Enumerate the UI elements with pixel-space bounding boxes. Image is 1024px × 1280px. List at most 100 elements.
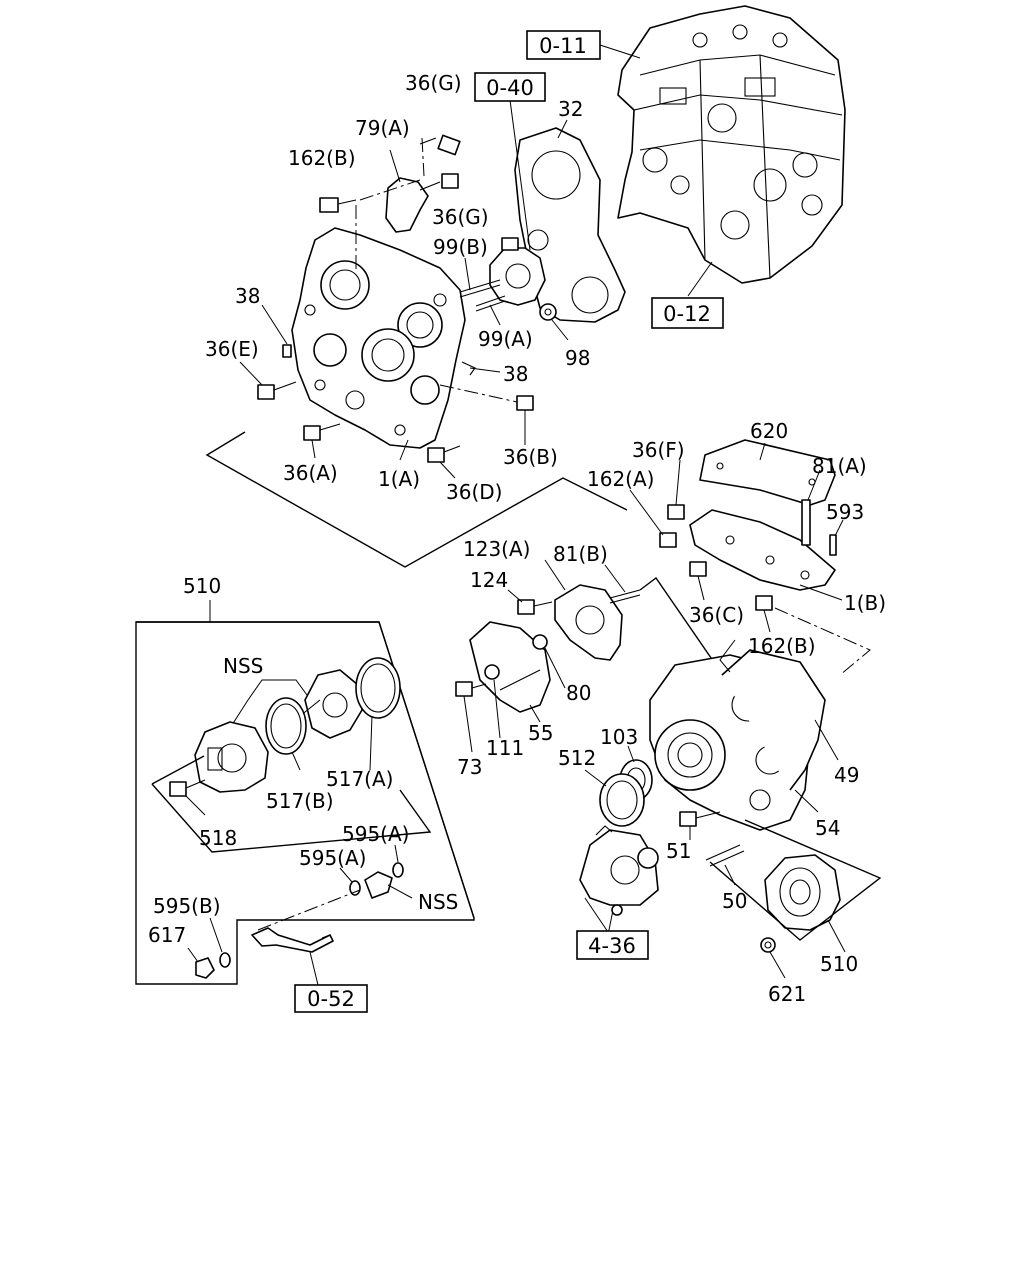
washer-595b <box>219 952 231 968</box>
bolt-124 <box>517 599 553 615</box>
label-98: 98 <box>565 346 590 370</box>
ref-box-0-40[interactable]: 0-40 <box>474 72 546 102</box>
ref-text-4-36: 4-36 <box>588 934 636 958</box>
detail-pump-body <box>194 721 269 793</box>
bolt-36e <box>257 381 297 400</box>
ref-text-0-12: 0-12 <box>663 302 711 326</box>
label-38-left: 38 <box>235 284 260 308</box>
label-517a: 517(A) <box>326 767 393 791</box>
label-99a: 99(A) <box>478 327 533 351</box>
label-510-right: 510 <box>820 952 858 976</box>
stud-99b <box>459 279 501 298</box>
bolt-73 <box>455 681 487 697</box>
nut-621 <box>760 937 776 953</box>
nss-leader <box>247 679 316 707</box>
label-50: 50 <box>722 889 747 913</box>
label-36b: 36(B) <box>503 445 558 469</box>
ref-text-0-40: 0-40 <box>486 76 534 100</box>
label-36c: 36(C) <box>689 603 744 627</box>
label-36d: 36(D) <box>446 480 502 504</box>
label-162a: 162(A) <box>587 467 654 491</box>
fitting-nss <box>364 871 393 899</box>
label-80: 80 <box>566 681 591 705</box>
label-124: 124 <box>470 568 508 592</box>
label-36f: 36(F) <box>632 438 685 462</box>
stud-81a <box>801 499 811 546</box>
dashline-b <box>421 137 425 177</box>
ref-text-0-52: 0-52 <box>307 987 355 1011</box>
label-617: 617 <box>148 923 186 947</box>
label-49: 49 <box>834 763 859 787</box>
assembly-frame-1a <box>205 431 628 568</box>
label-36g-mid: 36(G) <box>432 205 489 229</box>
bolt-36g-mid <box>419 173 459 191</box>
callout-labels: 36(G) 79(A) 162(B) 36(G) 99(B) 32 38 36(… <box>148 71 886 1006</box>
label-595a-left: 595(A) <box>299 846 366 870</box>
ref-box-0-52[interactable]: 0-52 <box>294 984 368 1013</box>
label-123a: 123(A) <box>463 537 530 561</box>
ref-box-0-11[interactable]: 0-11 <box>526 30 601 60</box>
label-620: 620 <box>750 419 788 443</box>
pin-593 <box>829 534 837 556</box>
label-nss-top: NSS <box>223 654 263 678</box>
gasket-123a <box>554 584 623 661</box>
label-595a-right: 595(A) <box>342 822 409 846</box>
label-510-box: 510 <box>183 574 221 598</box>
plate-1b <box>689 509 836 591</box>
label-nss-bottom: NSS <box>418 890 458 914</box>
label-32: 32 <box>558 97 583 121</box>
label-518: 518 <box>199 826 237 850</box>
label-1a: 1(A) <box>378 467 420 491</box>
label-36e: 36(E) <box>205 337 259 361</box>
injection-pump <box>489 237 546 306</box>
bolt-51 <box>679 811 721 827</box>
bolt-36g-top <box>419 134 461 156</box>
nut-98 <box>539 303 557 321</box>
bolt-36f <box>667 504 685 520</box>
label-81a: 81(A) <box>812 454 867 478</box>
dashline-1b <box>774 607 871 676</box>
label-162b-top: 162(B) <box>288 146 356 170</box>
timing-gear-case <box>291 227 466 449</box>
bolt-36c <box>689 561 707 577</box>
label-81b: 81(B) <box>553 542 608 566</box>
cover-55 <box>469 621 551 713</box>
label-103: 103 <box>600 725 638 749</box>
ref-box-4-36[interactable]: 4-36 <box>576 930 649 960</box>
vacuum-pump <box>579 825 659 906</box>
pipe <box>251 927 334 953</box>
bracket <box>385 177 429 233</box>
label-51: 51 <box>666 839 691 863</box>
bolt-36d <box>427 445 461 463</box>
label-595b: 595(B) <box>153 894 221 918</box>
bolt-162b-top <box>319 197 357 213</box>
label-517b: 517(B) <box>266 789 334 813</box>
nut-4-36 <box>611 904 623 916</box>
bolt-36b <box>439 384 534 411</box>
bolt-36a <box>303 423 341 441</box>
ref-text-0-11: 0-11 <box>539 34 587 58</box>
o-ring-512 <box>599 773 645 827</box>
label-79a: 79(A) <box>355 116 410 140</box>
o-ring-517a <box>355 657 401 719</box>
washer-111 <box>484 664 500 680</box>
stud-81b <box>609 589 641 604</box>
detail-box-510-inner <box>136 621 475 919</box>
gasket-49 <box>721 649 826 791</box>
label-55: 55 <box>528 721 553 745</box>
dowel-pin <box>282 344 292 358</box>
dashline-a <box>359 179 421 201</box>
o-ring-595a-right <box>392 862 404 878</box>
bolt-162b-right <box>755 595 773 611</box>
label-36g-top: 36(G) <box>405 71 462 95</box>
bolt-162a <box>659 532 677 548</box>
detail-inner-frame <box>151 755 205 785</box>
detail-cap <box>299 669 363 739</box>
plug-617 <box>195 957 215 979</box>
assembly-frame-510 <box>709 819 882 941</box>
o-ring-517b <box>265 697 307 755</box>
cover-620 <box>699 439 836 506</box>
ref-box-0-12[interactable]: 0-12 <box>651 297 724 329</box>
